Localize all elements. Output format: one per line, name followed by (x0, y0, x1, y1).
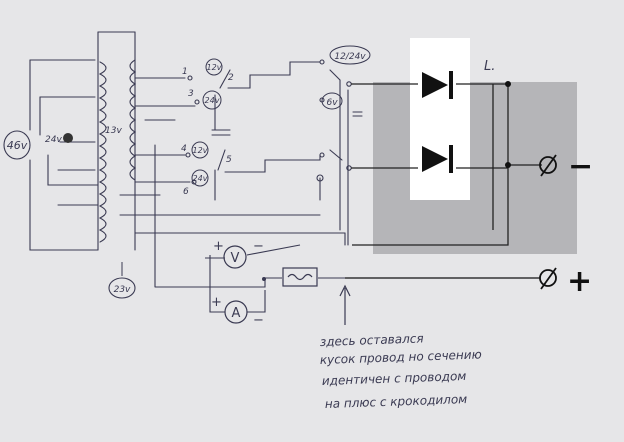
voltmeter-minus: − (253, 239, 264, 254)
svg-text:5: 5 (226, 155, 232, 165)
junction-dot (505, 162, 511, 168)
voltmeter-symbol: V (231, 251, 240, 266)
node-label: L. (484, 59, 495, 74)
diode-highlight (410, 38, 470, 200)
note-line-1: здесь оставался (320, 331, 424, 349)
switch-terminal-numbers: 1 2 3 4 5 6 (181, 67, 234, 197)
tap-label-13v: 13v (105, 126, 122, 136)
svg-text:3: 3 (188, 89, 194, 99)
tap-label-23v: 23v (114, 285, 131, 295)
switch-labels: 12v 24v 12v 24v (191, 58, 223, 187)
positive-symbol: + (567, 264, 592, 299)
svg-text:12v: 12v (207, 63, 222, 72)
input-voltage-label: 46v (3, 130, 31, 160)
svg-text:24v: 24v (193, 174, 208, 183)
negative-symbol: − (568, 149, 593, 184)
svg-text:2: 2 (228, 73, 234, 83)
svg-text:46v: 46v (7, 139, 28, 152)
ammeter-minus: − (253, 313, 264, 328)
note-line-4: на плюс с крокодилом (325, 392, 468, 411)
rectifier-wiring (351, 83, 542, 246)
svg-text:12v: 12v (193, 146, 208, 155)
svg-text:4: 4 (181, 144, 187, 154)
ammeter-symbol: A (232, 306, 241, 321)
meter-wiring (155, 244, 345, 313)
diode-upper (422, 71, 453, 99)
handwritten-note: здесь оставался кусок провод но сечению … (320, 331, 482, 411)
annotation-arrow (339, 284, 351, 325)
tap-label-23v-group: 23v (108, 262, 136, 299)
transformer-winding (98, 61, 107, 243)
fuse (282, 267, 318, 287)
note-line-3: идентичен с проводом (322, 369, 467, 388)
ammeter-plus: + (211, 295, 222, 310)
negative-terminal (539, 154, 557, 177)
voltmeter: V + − (213, 239, 264, 269)
tap-junction (63, 133, 73, 143)
junction-dot (262, 277, 266, 281)
ammeter: A + − (211, 295, 264, 328)
hand-wiring (29, 31, 363, 288)
voltmeter-plus: + (213, 239, 224, 254)
svg-text:1: 1 (182, 67, 188, 77)
diode-lower (422, 145, 453, 173)
output-switch-labels: 12/24v 6v (321, 45, 371, 110)
svg-text:12/24v: 12/24v (334, 52, 366, 62)
note-line-2: кусок провод но сечению (320, 347, 482, 367)
svg-text:24v: 24v (205, 96, 220, 105)
svg-text:6v: 6v (326, 98, 338, 108)
tap-label-24v: 24v (45, 135, 62, 145)
junction-dot (505, 81, 511, 87)
secondary-winding (129, 59, 137, 181)
svg-text:6: 6 (183, 187, 189, 197)
